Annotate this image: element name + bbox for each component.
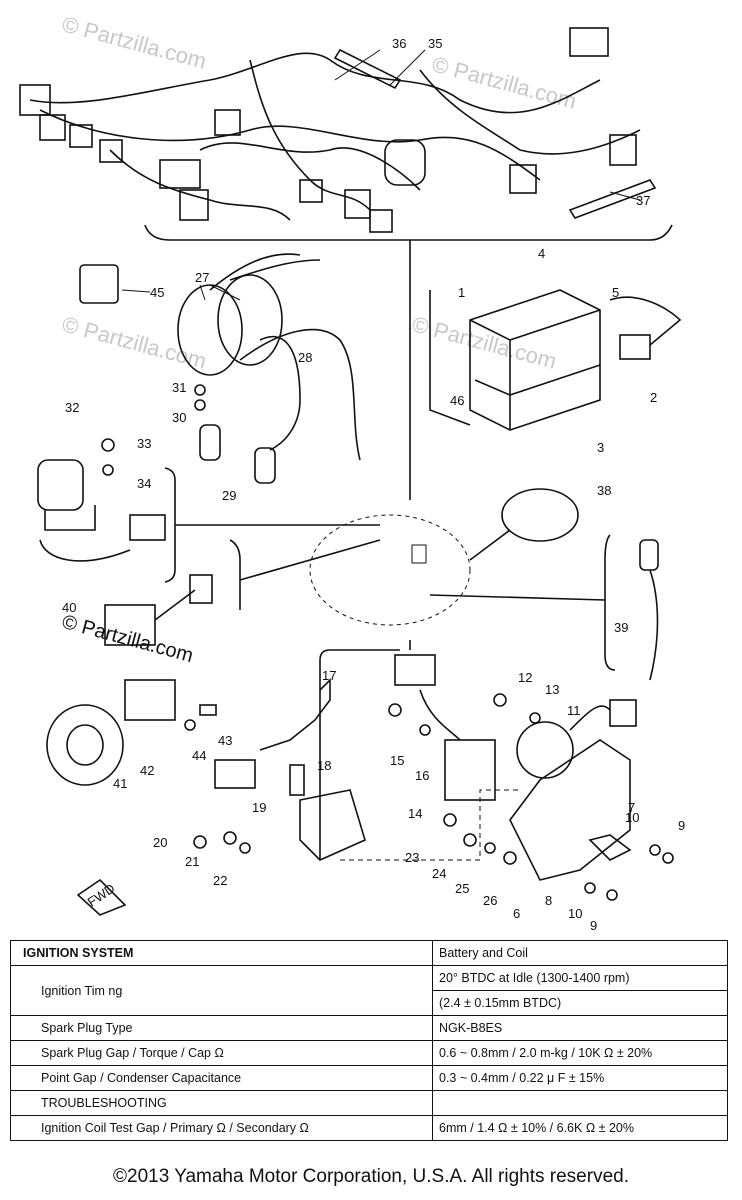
table-row: (2.4 ± 0.15mm BTDC) <box>11 990 728 1016</box>
callout-5: 5 <box>612 285 619 300</box>
callout-12: 12 <box>518 670 532 685</box>
fwd-arrow <box>76 878 127 916</box>
callout-26: 26 <box>483 893 497 908</box>
callout-6: 6 <box>513 906 520 921</box>
relay-45 <box>79 264 119 304</box>
callout-37: 37 <box>636 193 650 208</box>
callout-7: 7 <box>628 800 635 815</box>
callout-31: 31 <box>172 380 186 395</box>
fwd-label: FWD <box>85 880 118 909</box>
callout-42: 42 <box>140 763 154 778</box>
ignition-spec-table: IGNITION SYSTEM Battery and Coil Ignitio… <box>10 940 728 1141</box>
callout-40: 40 <box>62 600 76 615</box>
starter-relay <box>501 488 579 542</box>
main-switch <box>37 459 166 562</box>
spec-label: Point Gap / Condenser Capacitance <box>10 1065 433 1091</box>
callout-46: 46 <box>450 393 464 408</box>
callout-23: 23 <box>405 850 419 865</box>
band-37 <box>568 179 657 219</box>
callout-11: 11 <box>567 703 581 718</box>
spec-value: 0.3 ~ 0.4mm / 0.22 μ F ± 15% <box>432 1065 728 1091</box>
callout-30: 30 <box>172 410 186 425</box>
table-row: Point Gap / Condenser Capacitance 0.3 ~ … <box>10 1065 728 1091</box>
advancer-11 <box>516 721 574 779</box>
spec-value: (2.4 ± 0.15mm BTDC) <box>432 990 728 1016</box>
points-assembly <box>214 649 400 861</box>
copyright-notice: ©2013 Yamaha Motor Corporation, U.S.A. A… <box>113 1166 629 1187</box>
horn-41 <box>46 704 124 786</box>
battery-assembly <box>429 289 682 431</box>
callout-numbers: 36 35 37 4 45 27 1 5 28 31 30 46 2 32 33… <box>62 36 685 930</box>
callout-1: 1 <box>458 285 465 300</box>
flasher-relay <box>104 574 213 646</box>
callout-13: 13 <box>545 682 559 697</box>
rectifier-42 <box>124 679 176 721</box>
callout-3: 3 <box>597 440 604 455</box>
spec-label: TROUBLESHOOTING <box>10 1090 433 1116</box>
base-plate <box>509 739 631 881</box>
callout-35: 35 <box>428 36 442 51</box>
ignition-parts-diagram: 36 35 37 4 45 27 1 5 28 31 30 46 2 32 33… <box>19 27 685 930</box>
engine-outline <box>309 514 471 626</box>
callout-10a: 10 <box>625 810 639 825</box>
callout-45: 45 <box>150 285 164 300</box>
callout-32: 32 <box>65 400 79 415</box>
spec-label: Spark Plug Type <box>10 1015 433 1041</box>
callout-16: 16 <box>415 768 429 783</box>
callout-44: 44 <box>192 748 206 763</box>
callout-29: 29 <box>222 488 236 503</box>
table-row: Spark Plug Type NGK-B8ES <box>10 1015 728 1041</box>
callout-4: 4 <box>538 246 545 261</box>
neutral-switch <box>639 539 659 571</box>
spec-value <box>432 1090 728 1116</box>
callout-9b: 9 <box>590 918 597 930</box>
callout-17: 17 <box>322 668 336 683</box>
table-row: Spark Plug Gap / Torque / Cap Ω 0.6 ~ 0.… <box>10 1040 728 1066</box>
callout-28: 28 <box>298 350 312 365</box>
spec-label: Ignition Tim ng <box>10 965 433 1016</box>
callout-33: 33 <box>137 436 151 451</box>
callout-15: 15 <box>390 753 404 768</box>
callout-22: 22 <box>213 873 227 888</box>
spec-label: Ignition Coil Test Gap / Primary Ω / Sec… <box>10 1115 433 1141</box>
callout-14: 14 <box>408 806 422 821</box>
table-row: IGNITION SYSTEM Battery and Coil <box>10 940 728 966</box>
spec-value: 6mm / 1.4 Ω ± 10% / 6.6K Ω ± 20% <box>432 1115 728 1141</box>
wire-harness <box>19 27 641 233</box>
callout-20: 20 <box>153 835 167 850</box>
table-row: TROUBLESHOOTING <box>10 1090 728 1116</box>
condenser <box>394 640 496 801</box>
table-row: Ignition Tim ng 20° BTDC at Idle (1300-1… <box>10 965 728 1016</box>
callout-2: 2 <box>650 390 657 405</box>
callout-25: 25 <box>455 881 469 896</box>
spec-label: IGNITION SYSTEM <box>10 940 433 966</box>
callout-27: 27 <box>195 270 209 285</box>
ignition-coils <box>177 253 361 461</box>
callout-19: 19 <box>252 800 266 815</box>
spec-value: 20° BTDC at Idle (1300-1400 rpm) <box>432 965 728 991</box>
plug-cap-left <box>199 424 221 461</box>
callout-41: 41 <box>113 776 127 791</box>
spec-value: 0.6 ~ 0.8mm / 2.0 m-kg / 10K Ω ± 20% <box>432 1040 728 1066</box>
table-row: Ignition Coil Test Gap / Primary Ω / Sec… <box>10 1115 728 1141</box>
spec-value: Battery and Coil <box>432 940 728 966</box>
callout-43: 43 <box>218 733 232 748</box>
spec-label: Spark Plug Gap / Torque / Cap Ω <box>10 1040 433 1066</box>
band-36 <box>333 48 402 90</box>
callout-34: 34 <box>137 476 151 491</box>
callout-38: 38 <box>597 483 611 498</box>
harness-bracket <box>144 224 673 241</box>
callout-10b: 10 <box>568 906 582 921</box>
callout-24: 24 <box>432 866 446 881</box>
callout-9a: 9 <box>678 818 685 833</box>
spec-value: NGK-B8ES <box>432 1015 728 1041</box>
callout-21: 21 <box>185 854 199 869</box>
plug-cap-right <box>254 447 276 484</box>
callout-18: 18 <box>317 758 331 773</box>
callout-36: 36 <box>392 36 406 51</box>
callout-39: 39 <box>614 620 628 635</box>
callout-8: 8 <box>545 893 552 908</box>
